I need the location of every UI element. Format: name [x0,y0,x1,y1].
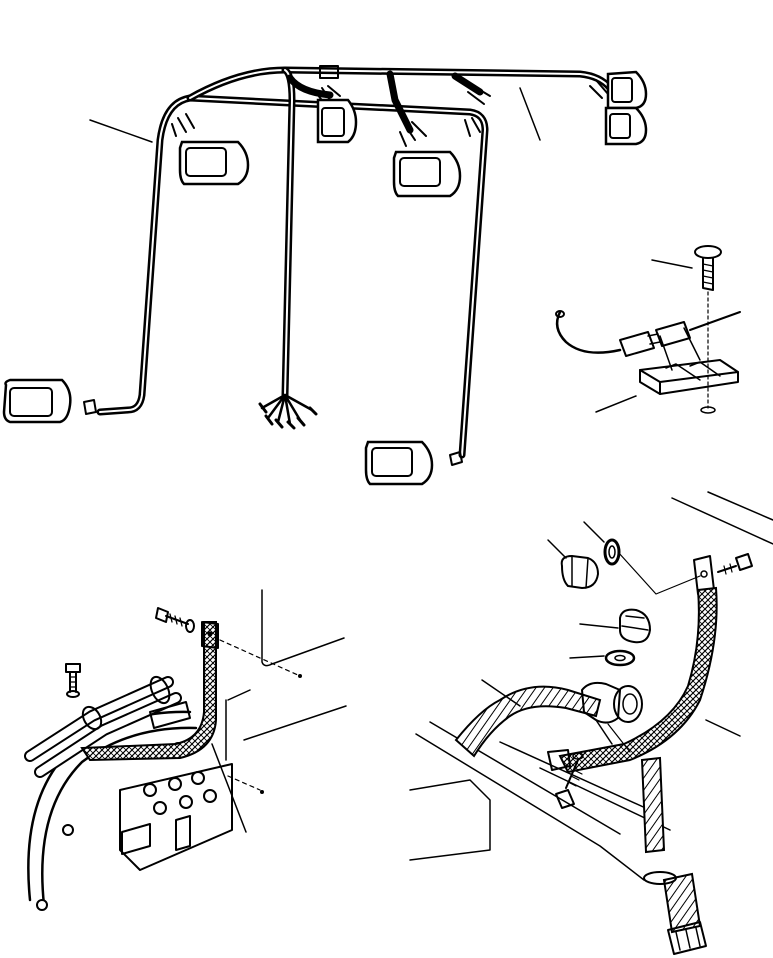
washer-icon [604,649,636,667]
hydraulic-hose-pair [24,675,191,778]
braided-harness-strap [547,555,718,774]
transmission-housing [27,689,251,911]
bolt-icon [717,553,753,575]
cab-roof-wiring-harness-with-lamps [2,65,648,486]
work-lamp-roof-center [316,98,358,144]
nut-icon [560,555,599,589]
main-wiring-harness [96,66,614,459]
hose-elbow-fitting [581,681,643,745]
braided-harness-strap [80,621,219,762]
work-lamp-front-left [178,140,250,186]
work-lamp-left-low [2,378,72,424]
cap-nut-icon [619,608,651,644]
screw-icon [694,245,722,291]
work-lamp-front-right [392,150,462,198]
rear-left-harness-strap-routing [24,589,347,911]
bolt-icon [555,752,584,809]
harness-clip [639,359,739,395]
corrugated-hose [454,685,702,934]
harness-connector [667,921,707,955]
bolt-icon [65,663,81,698]
callout-leader-lines-top [89,87,541,143]
rear-right-harness-strap-and-hose-routing [409,491,773,955]
lock-washer-icon [603,538,621,566]
harness-clip-bracket-detail [555,245,741,414]
work-lamp-right-low [364,440,434,486]
work-lamp-rear-right-lower [604,106,648,146]
bolt-icon [155,607,195,633]
wire-plug-connector [555,310,741,371]
work-lamp-rear-right-upper [606,70,648,110]
